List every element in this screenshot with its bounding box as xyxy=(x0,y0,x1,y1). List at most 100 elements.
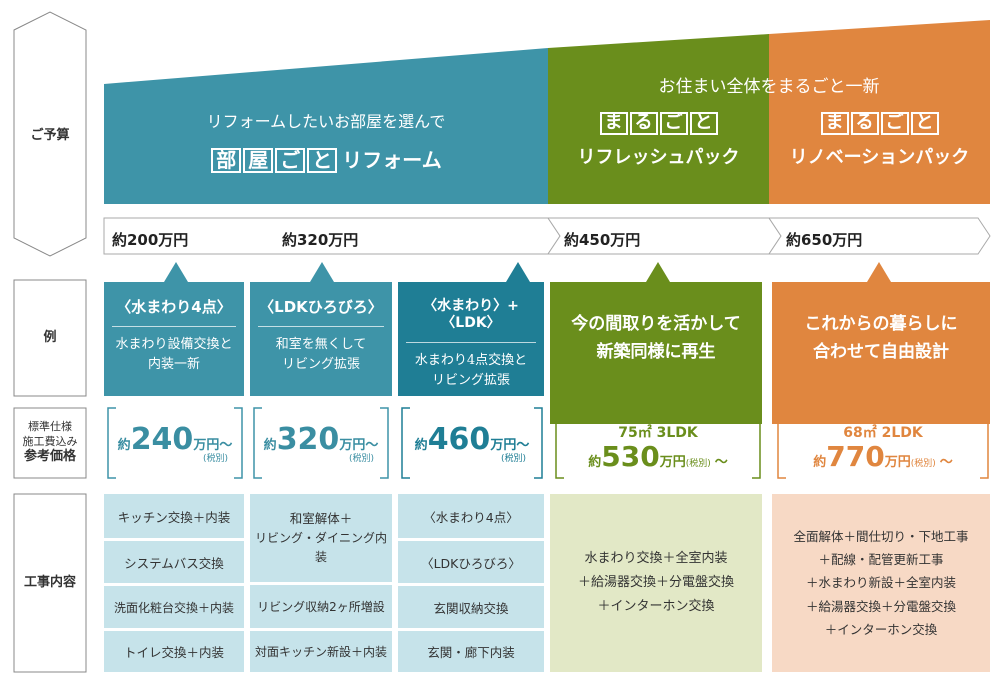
room-badge-3: ご xyxy=(275,148,306,173)
header-refresh-title: リフレッシュパック xyxy=(577,146,740,168)
room-badge-1: 部 xyxy=(211,148,242,173)
room-badge-2: 屋 xyxy=(243,148,274,173)
refresh-badge-2: る xyxy=(629,112,658,135)
price-amount: 460 xyxy=(427,422,491,457)
price-tax: (税別) xyxy=(348,454,374,464)
header-room-subtitle: リフォームしたいお部屋を選んで xyxy=(206,112,446,131)
price-unit: 万円 xyxy=(884,455,911,470)
work-item: リビング収納2ヶ所増設 xyxy=(257,600,385,614)
price-unit: 万円 xyxy=(659,455,686,470)
example-pointer-5 xyxy=(867,262,891,282)
price-line: 約530万円(税別)〜 xyxy=(556,440,760,473)
budget-mark-3: 約450万円 xyxy=(564,231,641,249)
example-pointer-2 xyxy=(310,262,334,282)
price-unit: 万円〜 xyxy=(490,438,530,453)
price-amount: 530 xyxy=(601,440,660,473)
work-line: ＋インターホン交換 xyxy=(597,599,715,615)
room-badge-4: と xyxy=(307,148,338,173)
header-refresh-block xyxy=(548,34,769,204)
work-list-renovation: 全面解体＋間仕切り・下地工事 ＋配線・配管更新工事 ＋水まわり新設＋全室内装 ＋… xyxy=(772,494,990,672)
header-whole-subtitle: お住まい全体をまるごと一新 xyxy=(658,77,880,97)
header-refresh: まるごと リフレッシュパック xyxy=(548,112,769,169)
work-line: 和室解体＋ xyxy=(289,510,353,526)
example-card-water: 〈水まわり4点〉 水まわり設備交換と 内装一新 xyxy=(104,282,244,396)
price-tax: (税別) xyxy=(500,454,526,464)
price-prefix: 約 xyxy=(117,438,131,453)
price-refresh: 75㎡ 3LDK 約530万円(税別)〜 xyxy=(556,408,760,492)
work-line: 全面解体＋間仕切り・下地工事 xyxy=(793,529,969,545)
price-water: 約240万円〜 (税別) xyxy=(108,408,242,492)
price-tilde: 〜 xyxy=(714,455,728,470)
example-title: 〈LDKひろびろ〉 xyxy=(259,298,383,316)
example-pointer-4 xyxy=(646,262,670,282)
work-list-refresh: 水まわり交換＋全室内装 ＋給湯器交換＋分電盤交換 ＋インターホン交換 xyxy=(550,494,762,672)
budget-bar-3 xyxy=(768,217,991,255)
work-line: ＋インターホン交換 xyxy=(824,621,938,637)
price-tax: (税別) xyxy=(202,454,228,464)
row-label-price-line1: 標準仕様 xyxy=(28,420,72,434)
refresh-badge-4: と xyxy=(689,112,718,135)
row-label-price-line3: 参考価格 xyxy=(23,448,76,464)
example-divider xyxy=(406,341,536,343)
price-tax: (税別) xyxy=(910,459,936,469)
header-room-title: リフォーム xyxy=(342,148,442,172)
price-water-ldk: 約460万円〜 (税別) xyxy=(402,408,542,492)
price-amount: 240 xyxy=(130,422,194,457)
example-divider xyxy=(258,326,384,327)
price-prefix: 約 xyxy=(813,455,827,470)
refresh-badges: まるごと xyxy=(548,112,769,135)
work-item: システムバス交換 xyxy=(124,555,224,571)
price-tax: (税別) xyxy=(685,459,711,469)
price-tilde: 〜 xyxy=(939,455,953,470)
work-item: 対面キッチン新設＋内装 xyxy=(254,645,387,659)
refresh-badge-1: ま xyxy=(599,112,628,135)
price-spec: 75㎡ 3LDK xyxy=(618,425,698,441)
example-desc-line2: 内装一新 xyxy=(147,357,200,373)
work-line: 水まわり交換＋全室内装 xyxy=(584,550,728,566)
price-renovation: 68㎡ 2LDK 約770万円(税別)〜 xyxy=(778,408,988,492)
header-room: リフォームしたいお部屋を選んで 部屋ごとリフォーム xyxy=(104,108,548,173)
example-desc-line2: リビング拡張 xyxy=(431,372,510,388)
renovation-badge-3: ご xyxy=(880,112,909,135)
example-desc-line1: 水まわり4点交換と xyxy=(414,352,528,368)
budget-mark-2: 約320万円 xyxy=(282,231,359,249)
price-prefix: 約 xyxy=(263,438,277,453)
header-renovation-title: リノベーションパック xyxy=(789,146,970,168)
work-item: キッチン交換＋内装 xyxy=(117,509,231,525)
budget-label-frame xyxy=(13,11,87,257)
price-line: 約770万円(税別)〜 xyxy=(778,440,988,473)
renovation-badge-4: と xyxy=(910,112,939,135)
example-desc-line1: 水まわり設備交換と xyxy=(115,337,233,352)
price-prefix: 約 xyxy=(414,438,428,453)
row-label-example: 例 xyxy=(43,329,57,345)
header-room-title-line: 部屋ごとリフォーム xyxy=(104,144,548,173)
example-desc-line2: リビング拡張 xyxy=(281,357,360,373)
example-divider xyxy=(112,326,236,327)
price-amount: 320 xyxy=(276,422,340,457)
work-line: ＋水まわり新設＋全室内装 xyxy=(805,575,956,591)
example-line1: 今の間取りを活かして xyxy=(571,314,741,334)
example-card-refresh: 今の間取りを活かして 新築同様に再生 xyxy=(550,282,762,424)
renovation-badge-1: ま xyxy=(820,112,849,135)
header-renovation-block xyxy=(769,20,990,204)
price-label-frame xyxy=(13,407,87,479)
budget-mark-4: 約650万円 xyxy=(786,231,863,249)
example-pointer-3 xyxy=(506,262,530,282)
row-label-price: 標準仕様 施工費込み 参考価格 xyxy=(10,412,90,474)
row-label-budget: ご予算 xyxy=(30,127,70,143)
work-line: リビング・ダイニング内装 xyxy=(254,530,387,564)
budget-mark-1: 約200万円 xyxy=(112,231,189,249)
works-label-frame xyxy=(13,493,87,673)
row-label-price-line2: 施工費込み xyxy=(22,434,78,448)
work-item: 玄関・廊下内装 xyxy=(427,645,515,660)
work-item: 洗面化粧台交換＋内装 xyxy=(113,600,234,615)
price-spec: 68㎡ 2LDK xyxy=(843,425,923,441)
renovation-badge-2: る xyxy=(850,112,879,135)
work-item-demolition: 和室解体＋ リビング・ダイニング内装 xyxy=(250,494,392,582)
price-unit: 万円〜 xyxy=(193,438,233,453)
renovation-badges: まるごと xyxy=(769,112,990,135)
example-card-renovation: これからの暮らしに 合わせて自由設計 xyxy=(772,282,990,424)
price-prefix: 約 xyxy=(588,455,602,470)
example-line2: 合わせて自由設計 xyxy=(813,342,949,363)
